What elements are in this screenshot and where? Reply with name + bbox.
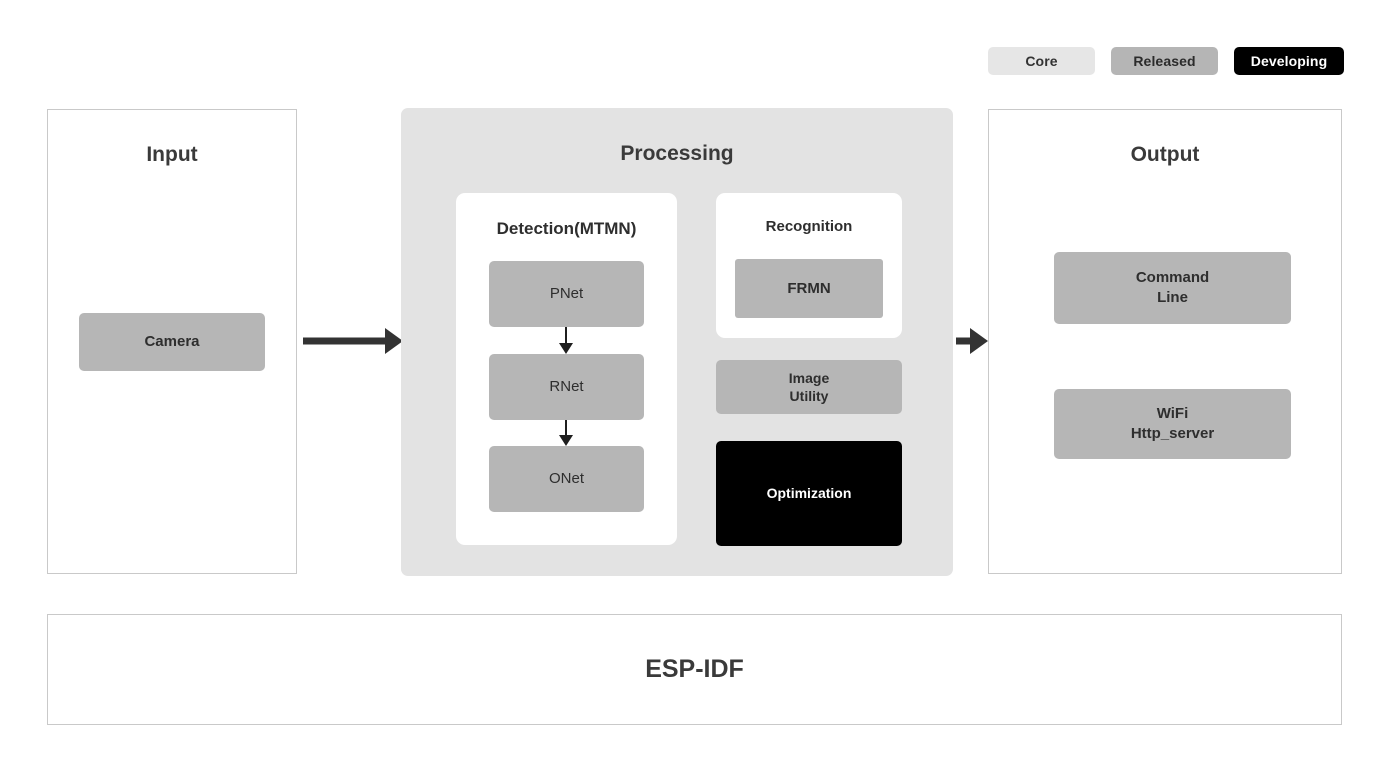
processing-panel-title: Processing (620, 142, 734, 165)
optimization-label: Optimization (766, 485, 852, 502)
legend-badge-developing: Developing (1234, 47, 1344, 75)
onet-label: ONet (548, 470, 584, 488)
arrow-input-to-processing-icon (303, 328, 403, 354)
frmn-label: FRMN (787, 279, 831, 297)
input-panel-title: Input (146, 143, 198, 166)
legend-label-developing: Developing (1250, 53, 1328, 69)
rnet-box: RNet (489, 354, 644, 420)
command-line-label-line2: Line (1157, 289, 1188, 306)
camera-box: Camera (79, 313, 265, 371)
esp-idf-bar: ESP-IDF (47, 614, 1342, 725)
frmn-box: FRMN (735, 259, 883, 318)
arrow-shaft (565, 327, 567, 344)
arrow-head (559, 435, 573, 446)
arrow-rnet-to-onet-icon (559, 420, 573, 446)
pnet-box: PNet (489, 261, 644, 327)
output-panel: Output (988, 109, 1342, 574)
wifi-label-line2: Http_server (1130, 425, 1215, 442)
arrow-shaft (565, 420, 567, 436)
pnet-label: PNet (549, 285, 584, 303)
rnet-label: RNet (549, 378, 584, 396)
arrow-head (385, 328, 403, 354)
arrow-head (559, 343, 573, 354)
wifi-label-line1: WiFi (1156, 405, 1189, 423)
arrow-head (970, 328, 988, 354)
camera-label: Camera (144, 333, 200, 351)
legend-label-core: Core (1025, 53, 1058, 69)
esp-idf-label: ESP-IDF (645, 655, 744, 683)
legend-label-released: Released (1133, 53, 1196, 69)
optimization-box: Optimization (716, 441, 902, 546)
image-utility-label-line2: Utility (789, 388, 829, 404)
command-line-label-line1: Command (1135, 269, 1210, 287)
arrow-shaft (956, 337, 974, 345)
onet-box: ONet (489, 446, 644, 512)
recognition-card-title: Recognition (765, 218, 853, 235)
legend-badge-released: Released (1111, 47, 1218, 75)
legend: Core Released Developing (988, 47, 1344, 75)
arrow-shaft (303, 337, 387, 345)
legend-badge-core: Core (988, 47, 1095, 75)
image-utility-label-line1: Image (788, 369, 830, 386)
arrow-pnet-to-rnet-icon (559, 327, 573, 354)
detection-card-title: Detection(MTMN) (496, 219, 637, 238)
arrow-processing-to-output-icon (956, 328, 988, 354)
output-panel-title: Output (1130, 143, 1200, 166)
